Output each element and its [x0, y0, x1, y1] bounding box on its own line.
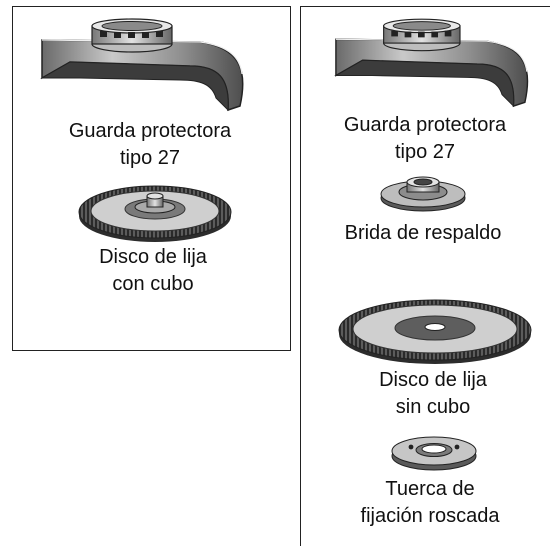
- disc-without-hub-label-line2: sin cubo: [395, 396, 471, 418]
- backing-flange-illustration: [380, 176, 466, 212]
- backing-flange-label: Brida de respaldo: [303, 220, 543, 247]
- guard-label-left-line2: tipo 27: [119, 147, 181, 169]
- threaded-lock-nut-label-line1: Tuerca de: [385, 478, 475, 500]
- guard-illustration-left: [40, 18, 244, 112]
- disc-with-hub-illustration: [78, 185, 232, 242]
- guard-label-right-line2: tipo 27: [394, 141, 456, 163]
- right-panel: [300, 6, 550, 546]
- disc-with-hub-label-line2: con cubo: [112, 273, 194, 295]
- guard-label-left-line1: Guarda protectora: [68, 120, 232, 142]
- threaded-lock-nut-label: Tuerca de fijación roscada: [310, 476, 550, 530]
- guard-label-right-line1: Guarda protectora: [343, 114, 507, 136]
- threaded-lock-nut-label-line2: fijación roscada: [360, 505, 500, 527]
- guard-label-right: Guarda protectora tipo 27: [305, 112, 545, 166]
- disc-without-hub-label: Disco de lija sin cubo: [313, 367, 550, 421]
- disc-without-hub-label-line1: Disco de lija: [379, 369, 487, 391]
- left-panel: [12, 6, 291, 351]
- disc-without-hub-illustration: [338, 299, 532, 364]
- guard-illustration-right: [334, 18, 529, 108]
- backing-flange-label-line1: Brida de respaldo: [344, 222, 502, 244]
- disc-with-hub-label: Disco de lija con cubo: [33, 244, 273, 298]
- threaded-lock-nut-illustration: [391, 436, 477, 471]
- disc-with-hub-label-line1: Disco de lija: [99, 246, 207, 268]
- guard-label-left: Guarda protectora tipo 27: [30, 118, 270, 172]
